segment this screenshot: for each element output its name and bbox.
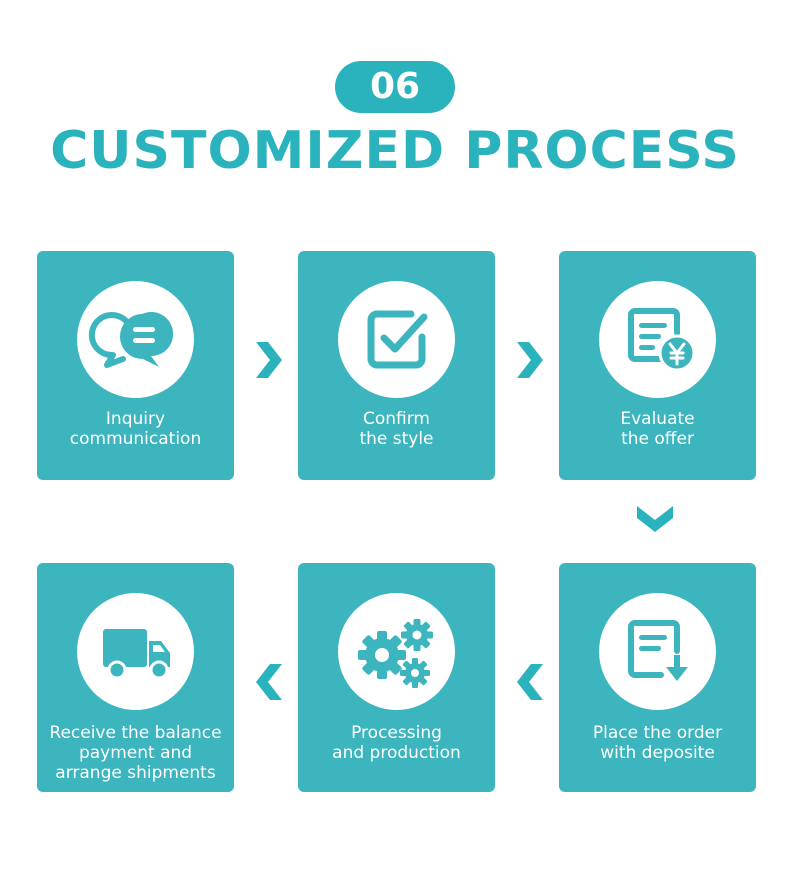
- icon-circle: [338, 593, 455, 710]
- checkbox-icon: [367, 310, 428, 369]
- yen-invoice-icon: [628, 308, 696, 372]
- icon-circle: [77, 281, 194, 398]
- chevron-right-icon: [517, 342, 543, 378]
- step-label: Receive the balance payment and arrange …: [49, 723, 222, 783]
- step-card-processing: Processing and production: [298, 563, 495, 792]
- icon-circle: [599, 281, 716, 398]
- delivery-truck-icon: [103, 629, 170, 680]
- step-card-shipment: Receive the balance payment and arrange …: [37, 563, 234, 792]
- page-title: CUSTOMIZED PROCESS: [50, 121, 740, 181]
- document-download-icon: [628, 620, 688, 681]
- chat-bubbles-icon: [88, 312, 174, 368]
- step-label: Processing and production: [332, 723, 461, 763]
- step-label: Confirm the style: [359, 409, 434, 449]
- step-card-confirm: Confirm the style: [298, 251, 495, 480]
- step-card-evaluate: Evaluate the offer: [559, 251, 756, 480]
- step-card-place-order: Place the order with deposite: [559, 563, 756, 792]
- chevron-left-icon: [256, 664, 282, 700]
- icon-circle: [599, 593, 716, 710]
- chevron-left-icon: [517, 664, 543, 700]
- chevron-right-icon: [256, 342, 282, 378]
- step-label: Place the order with deposite: [592, 723, 723, 763]
- step-label: Inquiry communication: [69, 409, 202, 449]
- chevron-down-icon: [637, 506, 673, 532]
- step-card-inquiry: Inquiry communication: [37, 251, 234, 480]
- icon-circle: [338, 281, 455, 398]
- step-label: Evaluate the offer: [620, 409, 695, 449]
- gears-icon: [358, 619, 433, 688]
- icon-circle: [77, 593, 194, 710]
- step-number-badge: 06: [335, 61, 455, 113]
